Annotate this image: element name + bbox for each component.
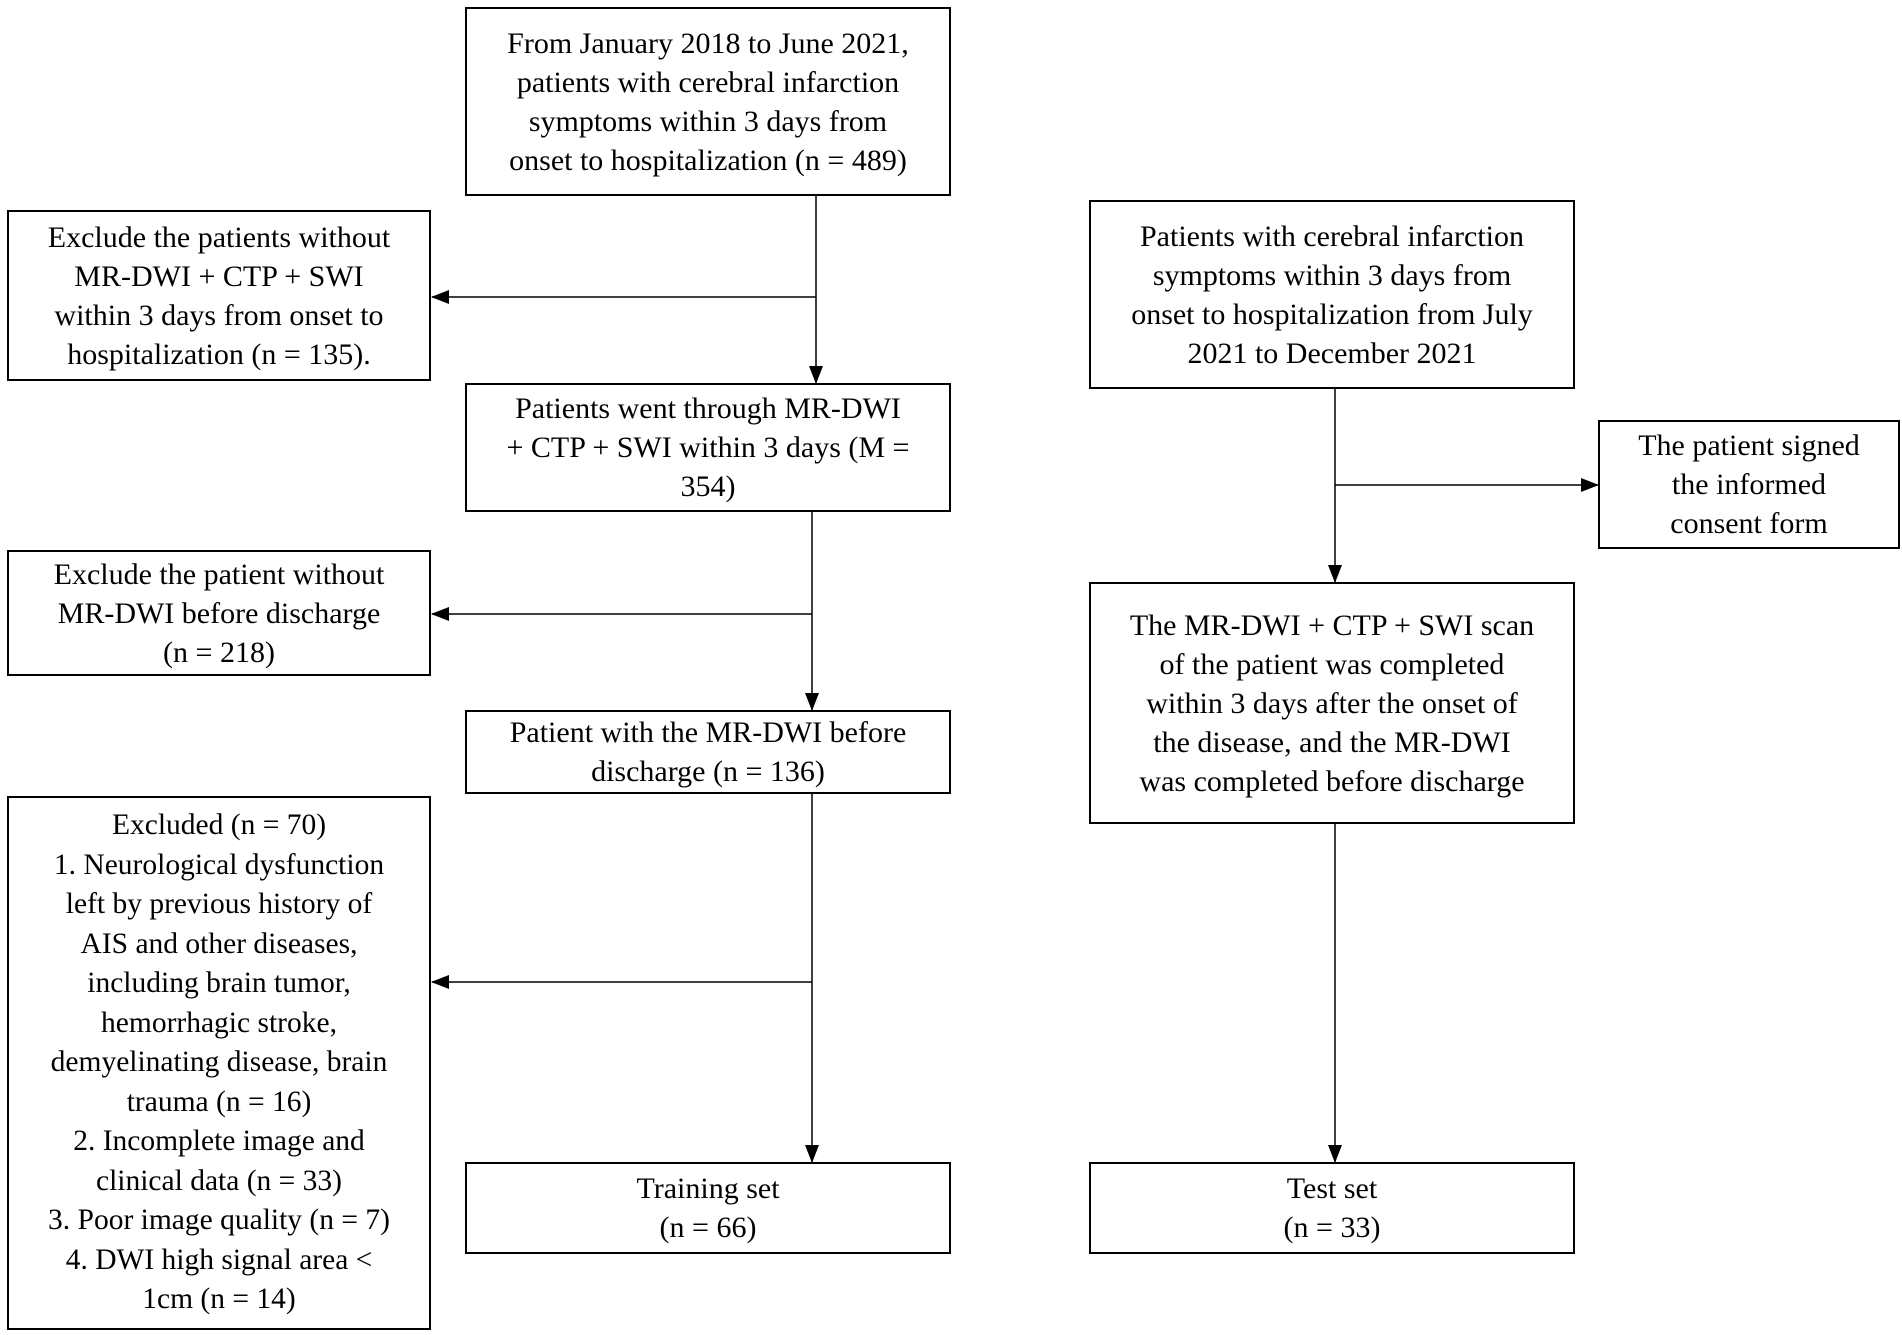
exclusion-3-text: Excluded (n = 70) 1. Neurological dysfun… [48,809,390,1316]
consent-box: The patient signed the informed consent … [1598,420,1900,549]
prospective-cohort-text: Patients with cerebral infarction sympto… [1131,219,1533,370]
training-set-text: Training set (n = 66) [636,1172,780,1244]
prospective-cohort-box: Patients with cerebral infarction sympto… [1089,200,1575,389]
exclusion-box-1: Exclude the patients without MR-DWI + CT… [7,210,431,381]
initial-cohort-text: From January 2018 to June 2021, patients… [507,26,909,177]
imaging-cohort-text: Patients went through MR-DWI + CTP + SWI… [506,392,910,503]
imaging-cohort-box: Patients went through MR-DWI + CTP + SWI… [465,383,951,512]
initial-cohort-box: From January 2018 to June 2021, patients… [465,7,951,196]
discharge-cohort-box: Patient with the MR-DWI before discharge… [465,710,951,794]
training-set-box: Training set (n = 66) [465,1162,951,1254]
exclusion-box-3: Excluded (n = 70) 1. Neurological dysfun… [7,796,431,1330]
scan-completed-box: The MR-DWI + CTP + SWI scan of the patie… [1089,582,1575,824]
consent-text: The patient signed the informed consent … [1638,429,1860,540]
test-set-box: Test set (n = 33) [1089,1162,1575,1254]
exclusion-2-text: Exclude the patient without MR-DWI befor… [53,557,385,669]
discharge-cohort-text: Patient with the MR-DWI before discharge… [509,716,907,788]
test-set-text: Test set (n = 33) [1283,1172,1381,1244]
exclusion-1-text: Exclude the patients without MR-DWI + CT… [47,220,391,371]
scan-completed-text: The MR-DWI + CTP + SWI scan of the patie… [1129,608,1535,798]
exclusion-box-2: Exclude the patient without MR-DWI befor… [7,550,431,676]
